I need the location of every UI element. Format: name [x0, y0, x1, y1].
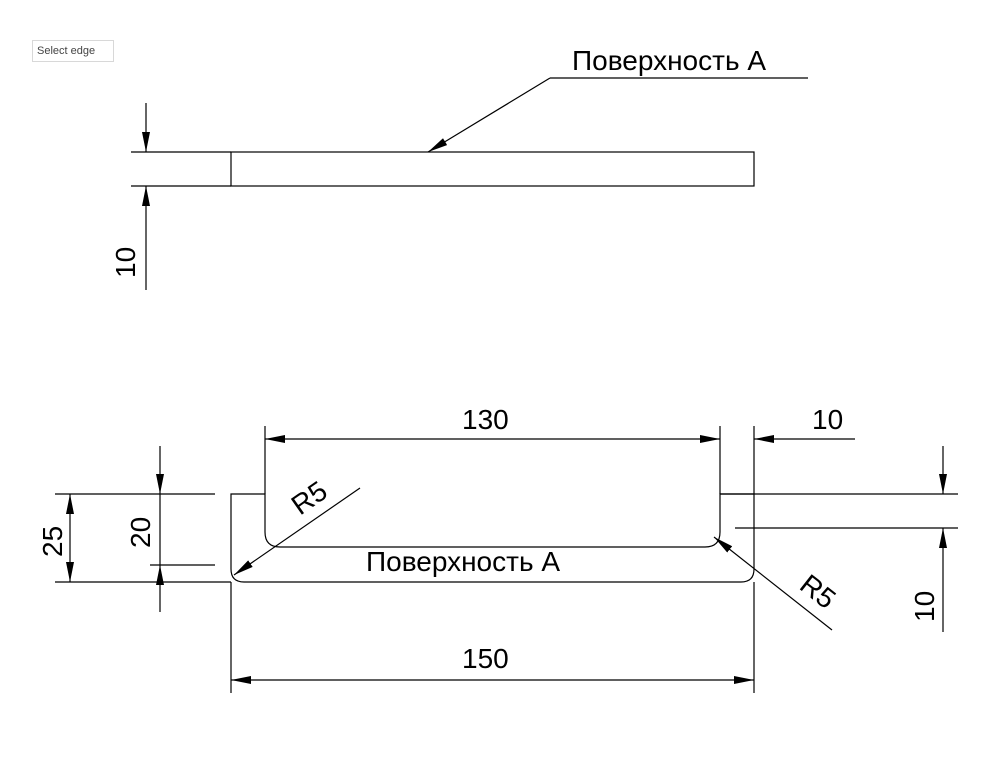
inner-width-label: 130 [462, 404, 509, 435]
surface-label: Поверхность А [366, 546, 560, 577]
overall-width-label: 150 [462, 643, 509, 674]
top-callout-leader [427, 77, 551, 153]
radius-left-label: R5 [286, 475, 333, 521]
radius-right-leader [713, 536, 833, 631]
top-view-plate [230, 151, 755, 187]
radius-left-leader [233, 487, 361, 576]
radius-right-label: R5 [794, 568, 841, 614]
select-edge-dropdown[interactable]: Select edge [32, 40, 114, 62]
base-thickness-label: 10 [909, 591, 940, 622]
overall-height-label: 25 [37, 526, 68, 557]
wall-thickness-label: 10 [812, 404, 843, 435]
inner-height-label: 20 [125, 517, 156, 548]
top-thickness-label: 10 [110, 247, 141, 278]
top-callout-label: Поверхность А [572, 45, 766, 76]
